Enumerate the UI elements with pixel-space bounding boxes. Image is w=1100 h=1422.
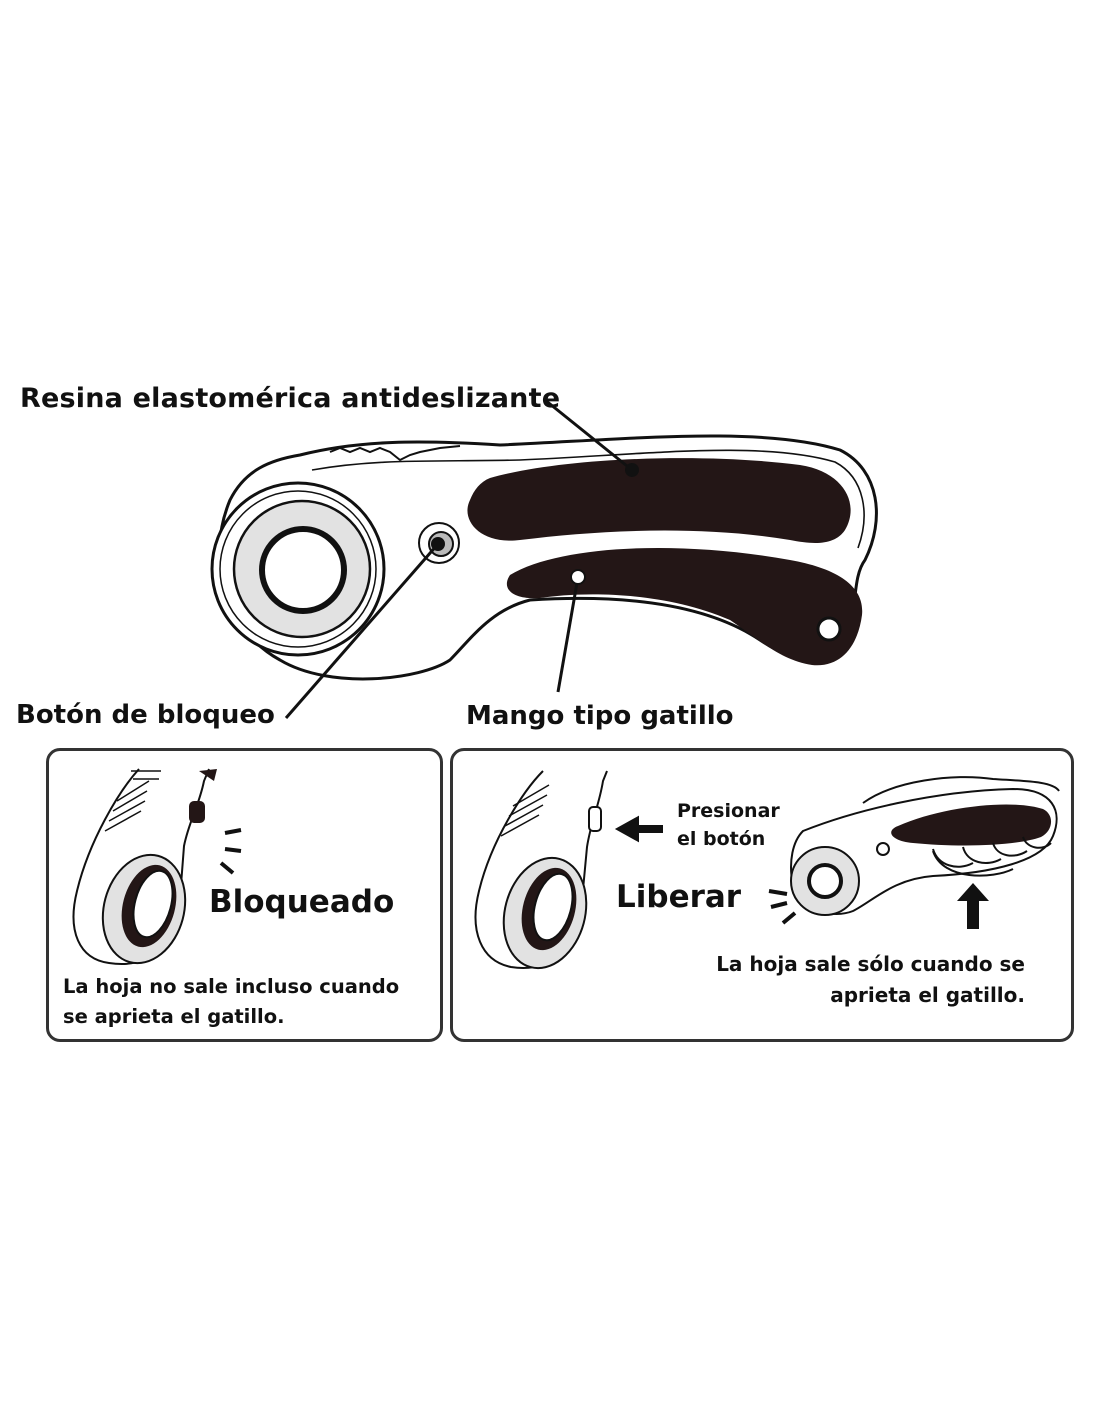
locked-panel: Bloqueado La hoja no sale incluso cuando… [46, 748, 443, 1042]
release-illustration [474, 770, 1060, 970]
hand-cutter-button [876, 842, 890, 856]
press-button-instruction: Presionar el botón [677, 797, 780, 853]
blade-nut [259, 526, 347, 614]
grip-upper [467, 458, 851, 543]
hand-outline [862, 776, 1060, 877]
release-sound-lines [768, 889, 797, 925]
hang-hole [816, 616, 842, 642]
locked-description-line2: se aprieta el gatillo. [63, 1005, 285, 1028]
callout-lock-button-label: Botón de bloqueo [16, 700, 275, 730]
blade-housing-ring [219, 490, 377, 648]
callout-grip-label: Resina elastomérica antideslizante [20, 383, 561, 414]
locked-title: Bloqueado [209, 884, 395, 920]
squeeze-arrow [957, 883, 989, 929]
leader-grip [544, 398, 633, 472]
release-cutter-ridges [500, 784, 550, 837]
leader-lock [284, 543, 440, 719]
rotary-cutter-illustration [210, 398, 878, 719]
release-description-line1: La hoja sale sólo cuando se [716, 952, 1025, 976]
release-description: La hoja sale sólo cuando se aprieta el g… [716, 949, 1025, 1011]
leader-trigger-dot [570, 569, 586, 585]
leader-trigger [556, 576, 580, 693]
hand-cutter-grip [891, 804, 1052, 846]
sound-lines [219, 828, 242, 875]
release-description-line2: aprieta el gatillo. [830, 983, 1025, 1007]
locked-handle-tip [199, 769, 217, 781]
locked-button [189, 801, 205, 823]
locked-description-line1: La hoja no sale incluso cuando [63, 975, 400, 998]
grip-trigger [506, 548, 863, 666]
hand-cutter-hub [807, 863, 843, 899]
locked-description: La hoja no sale incluso cuando se apriet… [63, 972, 399, 1032]
locked-illustration [72, 768, 242, 965]
press-line2: el botón [677, 828, 766, 850]
locked-blade-hub [132, 869, 174, 939]
press-arrow [614, 815, 663, 843]
cutter-side-ridges [104, 770, 161, 832]
release-button [588, 806, 602, 832]
serrated-edge [329, 445, 461, 462]
leader-grip-dot [625, 463, 639, 477]
release-blade-hub [532, 872, 574, 942]
release-panel: Liberar Presionar el botón La hoja sale … [450, 748, 1074, 1042]
release-title: Liberar [616, 879, 742, 915]
cutter-body-inner-edge [311, 449, 865, 549]
press-line1: Presionar [677, 800, 780, 822]
leader-lock-dot [431, 537, 445, 551]
callout-trigger-handle-label: Mango tipo gatillo [466, 701, 734, 731]
